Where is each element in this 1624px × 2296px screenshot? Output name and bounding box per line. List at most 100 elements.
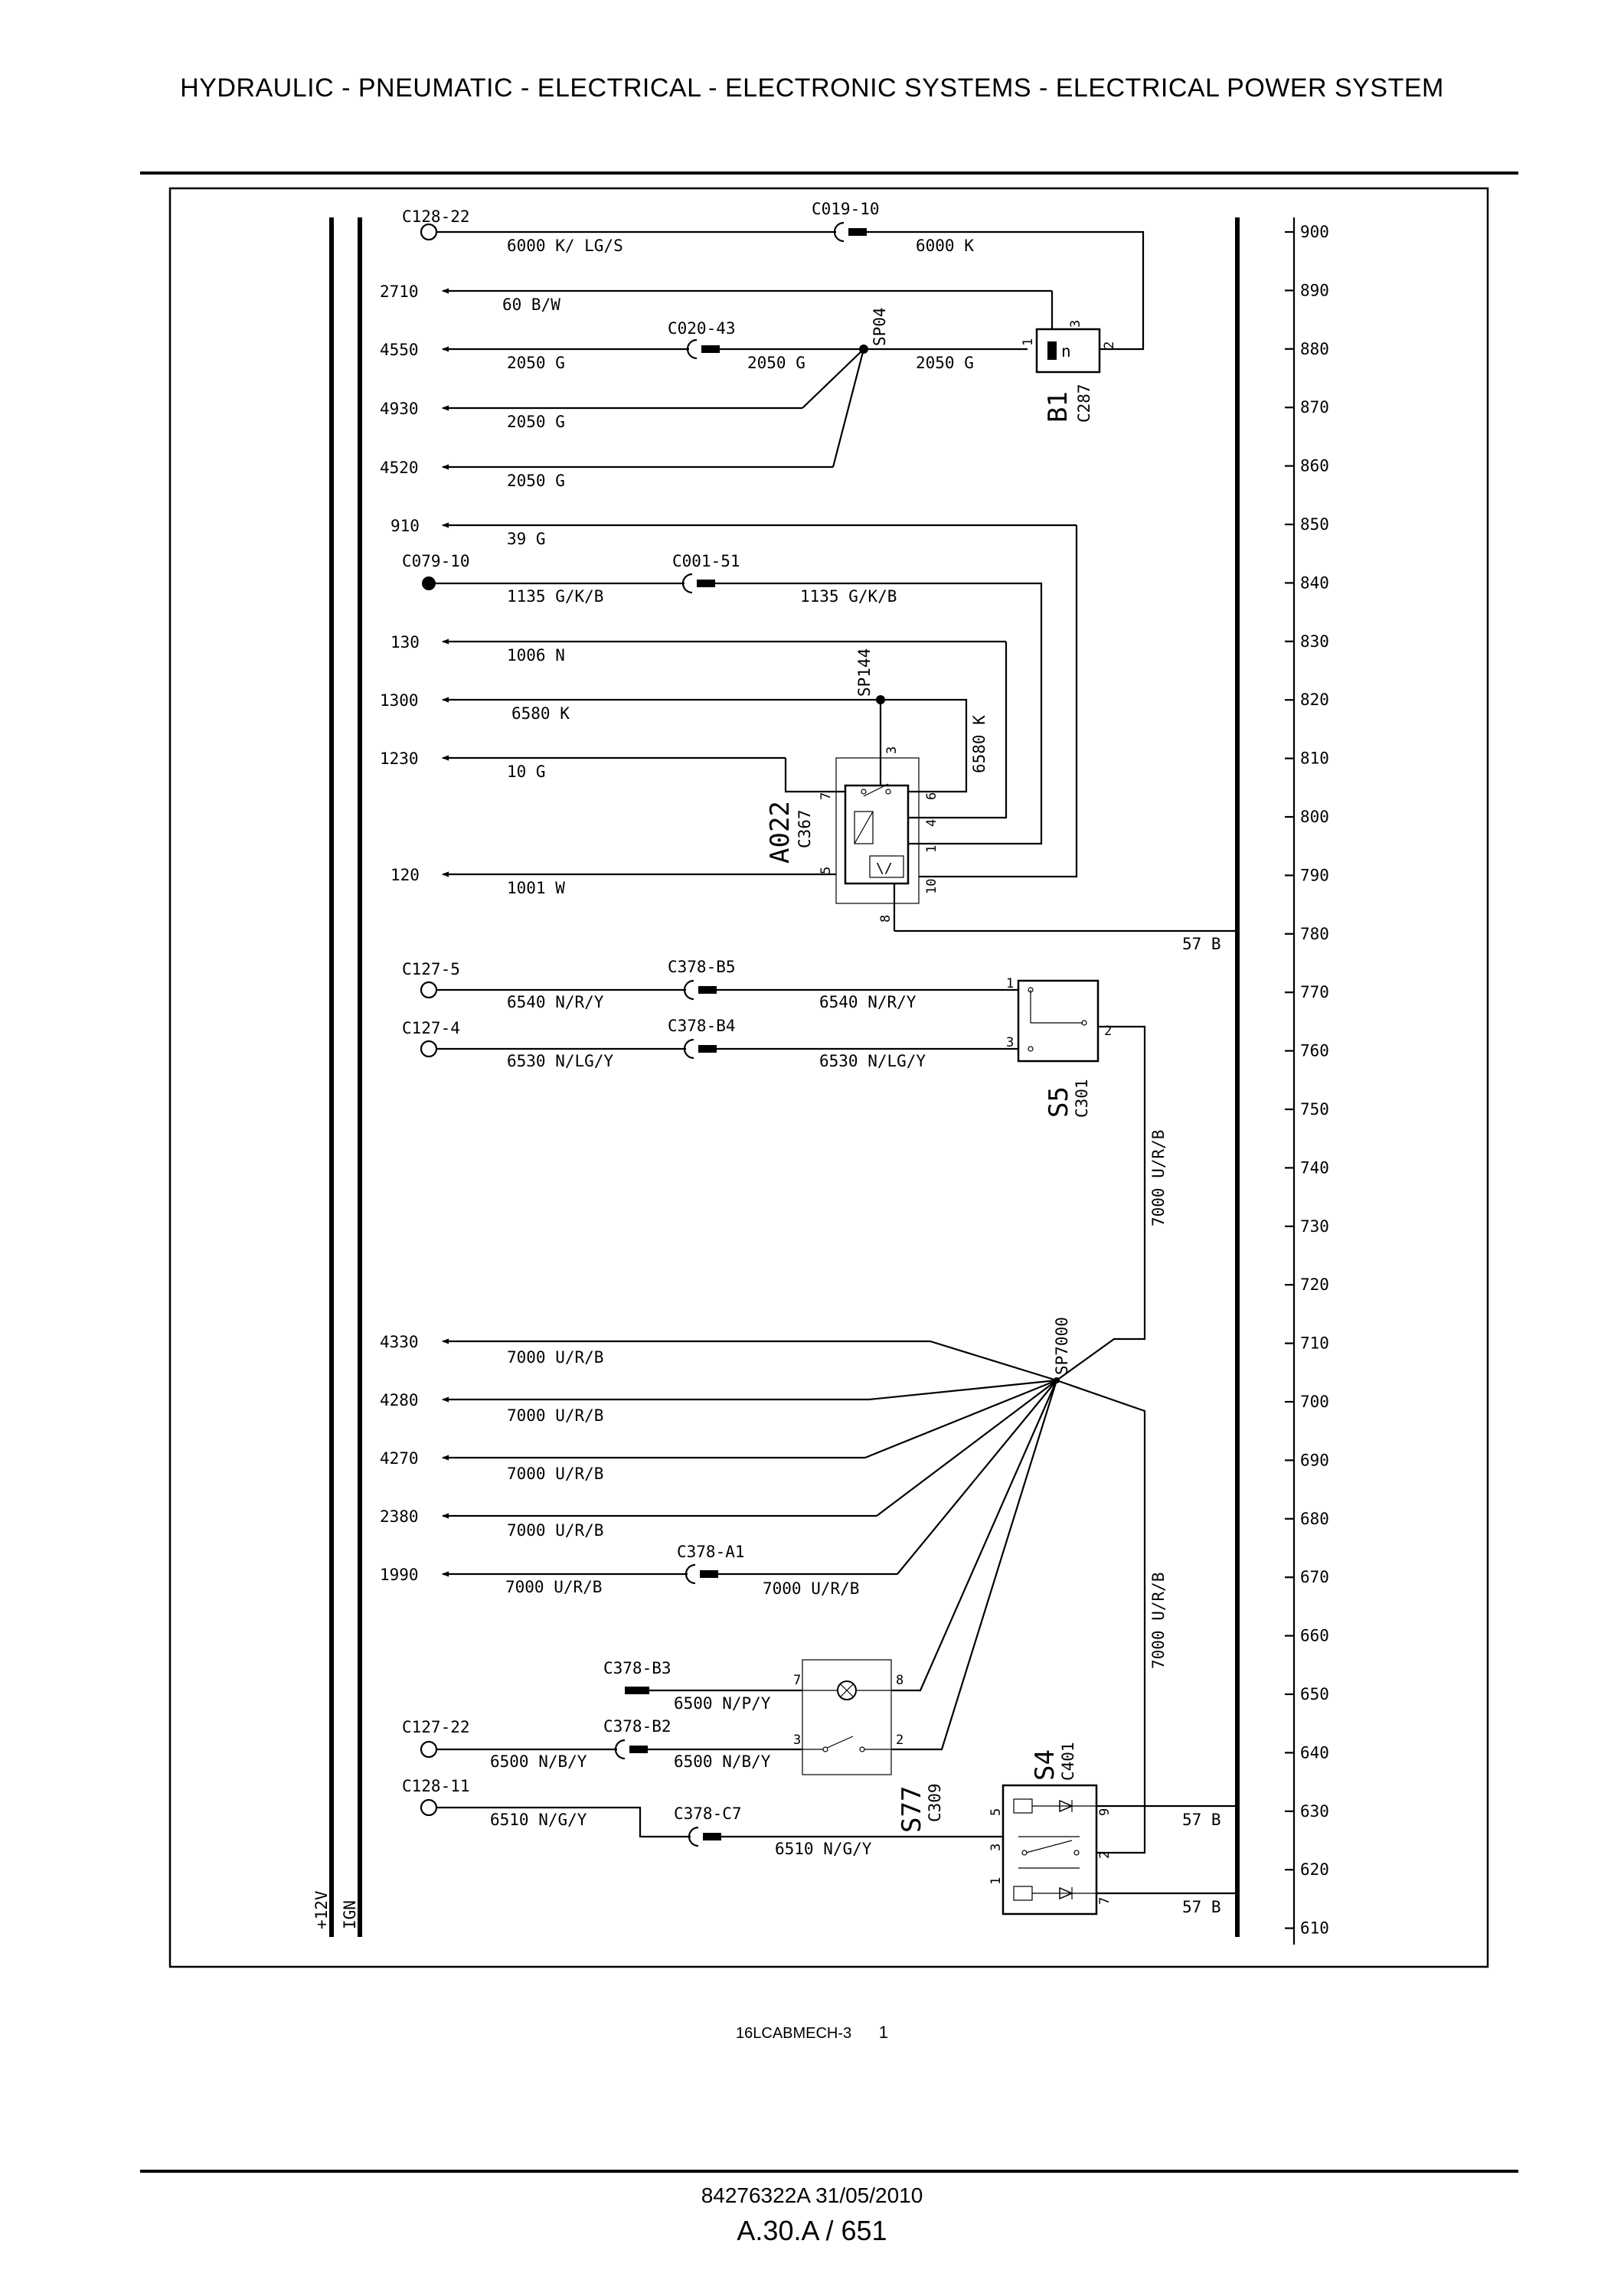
wire-6000-k — [867, 230, 1145, 351]
a022-switch-symbol: \/ — [876, 861, 893, 877]
scale-label: 630 — [1300, 1802, 1329, 1821]
pin-a022-8: 8 — [878, 915, 894, 923]
s4-switch-pt-a — [1021, 1850, 1028, 1856]
ref-2710: 2710 — [380, 283, 419, 301]
wire-6580-run — [881, 698, 968, 793]
page-header-title: HYDRAULIC - PNEUMATIC - ELECTRICAL - ELE… — [180, 73, 1444, 103]
wire-label-1001-w: 1001 W — [507, 879, 565, 897]
scale-label: 680 — [1300, 1510, 1329, 1528]
wire-label-2050-c: 2050 G — [916, 354, 974, 372]
scale-label: 620 — [1300, 1860, 1329, 1879]
a022-relay-body — [844, 784, 910, 885]
wire-label-6510-a: 6510 N/G/Y — [490, 1811, 587, 1829]
scale-label: 660 — [1300, 1627, 1329, 1645]
ref-120: 120 — [390, 866, 420, 884]
conn-label-c127-22: C127-22 — [402, 1718, 470, 1736]
connector-c001-51-pin — [697, 580, 715, 587]
pin-a022-4: 4 — [924, 819, 939, 827]
pin-b1-1: 1 — [1021, 338, 1036, 346]
figure-code: 16LCABMECH-3 — [736, 2025, 852, 2042]
wire-1135-run — [715, 582, 1043, 845]
conn-label-c019-10: C019-10 — [812, 200, 880, 218]
component-s77 — [802, 1659, 892, 1775]
wire-label-2050-e: 2050 G — [507, 472, 565, 490]
component-conn-c287: C287 — [1075, 384, 1093, 423]
wire-label-6540-b: 6540 N/R/Y — [819, 993, 917, 1011]
connector-c378-a1-pin — [700, 1570, 718, 1578]
wire-label-2050-a: 2050 G — [507, 354, 565, 372]
scale-label: 720 — [1300, 1275, 1329, 1294]
pin-s77-7: 7 — [793, 1673, 801, 1688]
ref-4280: 4280 — [380, 1391, 419, 1409]
s77-switch-arm — [826, 1736, 854, 1749]
scale-label: 830 — [1300, 632, 1329, 651]
ref-4520: 4520 — [380, 459, 419, 477]
header-rule — [140, 171, 1518, 175]
pin-s4-7: 7 — [1097, 1897, 1113, 1905]
wire-label-7000-d: 7000 U/R/B — [507, 1521, 603, 1540]
wire-label-6000-lgs: 6000 K/ LG/S — [507, 237, 623, 255]
component-s4 — [1002, 1784, 1098, 1916]
component-label-b1: B1 — [1043, 391, 1073, 423]
wire-label-60-bw: 60 B/W — [502, 296, 560, 314]
connector-c020-43-pin — [701, 345, 720, 353]
ref-4270: 4270 — [380, 1449, 419, 1468]
ref-910: 910 — [390, 517, 420, 535]
scale-label: 840 — [1300, 573, 1329, 592]
terminal-c127-4 — [420, 1040, 438, 1058]
wire-label-6580-b: 6580 K — [970, 715, 988, 773]
wire-label-6540-a: 6540 N/R/Y — [507, 993, 604, 1011]
wire-label-1006-n: 1006 N — [507, 646, 565, 665]
conn-label-c378-b5: C378-B5 — [668, 958, 736, 976]
wire-label-2050-d: 2050 G — [507, 413, 565, 431]
scale-label: 870 — [1300, 398, 1329, 416]
ref-130: 130 — [390, 633, 420, 652]
wire-7000-s77-8 — [891, 1380, 1058, 1692]
conn-label-c127-4: C127-4 — [402, 1019, 460, 1037]
connector-c019-10 — [833, 221, 845, 243]
conn-label-c127-5: C127-5 — [402, 960, 460, 978]
splice-label-sp144: SP144 — [855, 648, 874, 697]
component-a022 — [835, 757, 920, 904]
scale-label: 790 — [1300, 866, 1329, 884]
scale-label: 900 — [1300, 223, 1329, 241]
wire-label-6580-a: 6580 K — [511, 704, 570, 723]
pin-s5-3: 3 — [1006, 1035, 1014, 1050]
wire-label-1135-a: 1135 G/K/B — [507, 587, 603, 606]
s77-switch-pt-b — [859, 1746, 865, 1752]
wire-2050-4930-up — [802, 348, 864, 409]
footer-rule — [140, 2170, 1518, 2173]
scale-label: 880 — [1300, 340, 1329, 358]
a022-coil-diag — [854, 811, 874, 844]
scale-label: 860 — [1300, 457, 1329, 475]
conn-label-c020-43: C020-43 — [668, 319, 736, 338]
terminal-c127-5 — [420, 981, 438, 999]
wire-39-run — [919, 525, 1078, 878]
component-conn-c309: C309 — [926, 1783, 944, 1822]
pin-b1-3: 3 — [1068, 320, 1083, 328]
wire-7000-s77-2 — [891, 1380, 1058, 1751]
component-conn-c401: C401 — [1059, 1742, 1077, 1781]
scale-label: 710 — [1300, 1334, 1329, 1353]
scale-label: 890 — [1300, 281, 1329, 299]
pin-a022-6: 6 — [924, 792, 939, 800]
b1-symbol: n — [1061, 342, 1071, 361]
a022-coil — [854, 811, 874, 844]
scale-label: 730 — [1300, 1217, 1329, 1236]
conn-label-c079-10: C079-10 — [402, 552, 470, 570]
conn-label-c001-51: C001-51 — [672, 552, 740, 570]
wire-label-6500-a: 6500 N/B/Y — [490, 1752, 587, 1771]
wire-7000-4270-fan — [864, 1379, 1057, 1459]
wire-label-7000-a: 7000 U/R/B — [507, 1348, 603, 1367]
scale-label: 760 — [1300, 1042, 1329, 1060]
scale-label: 650 — [1300, 1685, 1329, 1703]
component-label-s77: S77 — [897, 1786, 927, 1833]
terminal-c127-22 — [420, 1740, 438, 1759]
wire-label-10-g: 10 G — [507, 763, 546, 781]
conn-label-c378-b2: C378-B2 — [603, 1717, 671, 1736]
pin-a022-10: 10 — [924, 879, 939, 894]
scale-label: 670 — [1300, 1568, 1329, 1586]
pin-s4-1: 1 — [988, 1877, 1004, 1885]
wire-7000-s4 — [1056, 1379, 1146, 1854]
pin-s77-3: 3 — [793, 1733, 801, 1748]
